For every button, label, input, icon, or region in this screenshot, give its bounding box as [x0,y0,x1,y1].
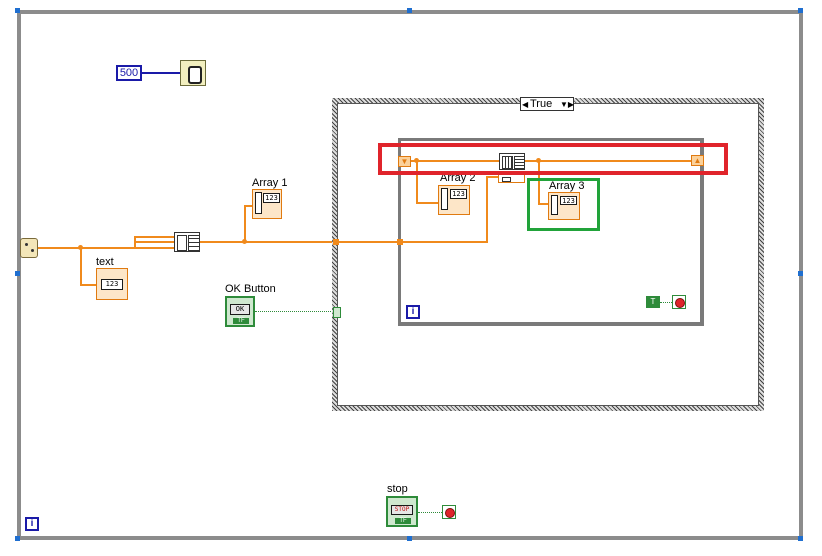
ok-button-face: OK [230,304,250,315]
wire-junction [242,239,247,244]
wire-junction [536,158,541,163]
wire [134,241,174,243]
array3-label: Array 3 [549,180,585,192]
tf-text: TF [237,318,245,324]
case-input-tunnel[interactable] [333,239,339,245]
inner-input-tunnel[interactable] [397,239,403,245]
array-index-box [255,192,262,214]
iteration-terminal-text: i [30,518,34,529]
array-numeric-element: 123 [560,196,577,205]
text-numeric-display: 123 [101,279,123,290]
array-numeric-element: 123 [263,193,280,203]
ok-button-control[interactable]: OK TF [225,296,255,327]
case-structure-border-pattern [332,98,764,411]
resize-handle[interactable] [15,8,20,13]
shift-register-highlight-box [378,143,728,175]
resize-handle[interactable] [15,271,20,276]
array2-label: Array 2 [440,172,476,184]
resize-handle[interactable] [407,8,412,13]
boolean-wire [255,311,335,312]
wire-junction [414,158,419,163]
resize-handle[interactable] [798,536,803,541]
case-selector-value: True [530,98,553,110]
case-selector-terminal[interactable] [333,307,341,318]
wait-ms-function[interactable] [180,60,206,86]
wire [403,241,487,243]
wire [80,247,82,285]
iteration-terminal-text: i [411,306,415,317]
inner-iteration-terminal[interactable]: i [406,305,420,319]
wire-junction [78,245,83,250]
stop-text: STOP [394,506,410,513]
shift-register-right[interactable]: ▲ [691,155,704,166]
stop-button-control[interactable]: STOP TF [386,496,418,527]
array3-highlight-box [527,178,600,231]
resize-handle[interactable] [407,536,412,541]
array-index-box [441,188,448,210]
ok-button-label: OK Button [225,283,276,295]
numeric-text: 123 [452,190,465,198]
wire [486,176,498,178]
stop-sign-icon [445,508,455,518]
wire [339,241,399,243]
wire [134,247,174,249]
resize-handle[interactable] [15,536,20,541]
array1-indicator[interactable]: 123 [252,189,282,219]
wait-ms-constant[interactable]: 500 [116,65,142,81]
wire [538,160,540,204]
tf-text: TF [399,518,407,524]
boolean-wire [660,302,672,303]
outer-iteration-terminal[interactable]: i [25,517,39,531]
tf-badge: TF [233,318,249,324]
watch-icon [188,66,202,84]
ok-text: OK [235,305,245,313]
wire [244,205,246,243]
array-numeric-element: 123 [450,189,467,199]
outer-loop-condition-terminal[interactable] [442,505,456,519]
tf-badge: TF [395,518,411,524]
wire [200,241,334,243]
case-selector[interactable]: ◀ True ▼▶ [520,97,574,111]
array2-indicator[interactable]: 123 [438,185,470,215]
wait-constant-wire [142,72,180,74]
stop-sign-icon [675,298,685,308]
shift-register-wire [411,160,499,162]
stop-control-label: stop [387,483,408,495]
numeric-text: 123 [265,194,278,202]
inner-while-loop-frame [398,138,704,326]
boolean-wire [418,512,442,513]
shift-register-left[interactable]: ▼ [398,156,411,167]
true-constant[interactable]: T [646,296,660,308]
text-indicator-label: text [96,256,114,268]
inner-build-array-function[interactable] [499,153,525,170]
wire [134,236,174,238]
true-constant-text: T [650,297,656,306]
random-number-dice-icon[interactable] [20,238,38,258]
wait-constant-value: 500 [119,67,139,79]
inner-loop-condition-terminal[interactable] [672,295,686,309]
wire [80,284,98,286]
array3-indicator[interactable]: 123 [548,192,580,220]
numeric-text: 123 [105,280,119,288]
resize-handle[interactable] [798,8,803,13]
text-indicator[interactable]: 123 [96,268,128,300]
array-constant[interactable] [498,174,525,183]
resize-handle[interactable] [798,271,803,276]
wire [538,203,548,205]
wire [38,247,136,249]
wire [244,205,252,207]
stop-button-face: STOP [391,505,413,515]
wire [486,176,488,243]
wire [416,202,438,204]
array1-label: Array 1 [252,177,288,189]
wire [416,160,418,203]
case-prev-arrow[interactable]: ◀ [522,100,529,109]
case-next-dropdown-icon[interactable]: ▼▶ [560,100,575,109]
array-index-box [551,195,558,215]
numeric-text: 123 [562,197,575,205]
build-array-function[interactable] [174,232,200,252]
shift-register-wire [525,160,691,162]
